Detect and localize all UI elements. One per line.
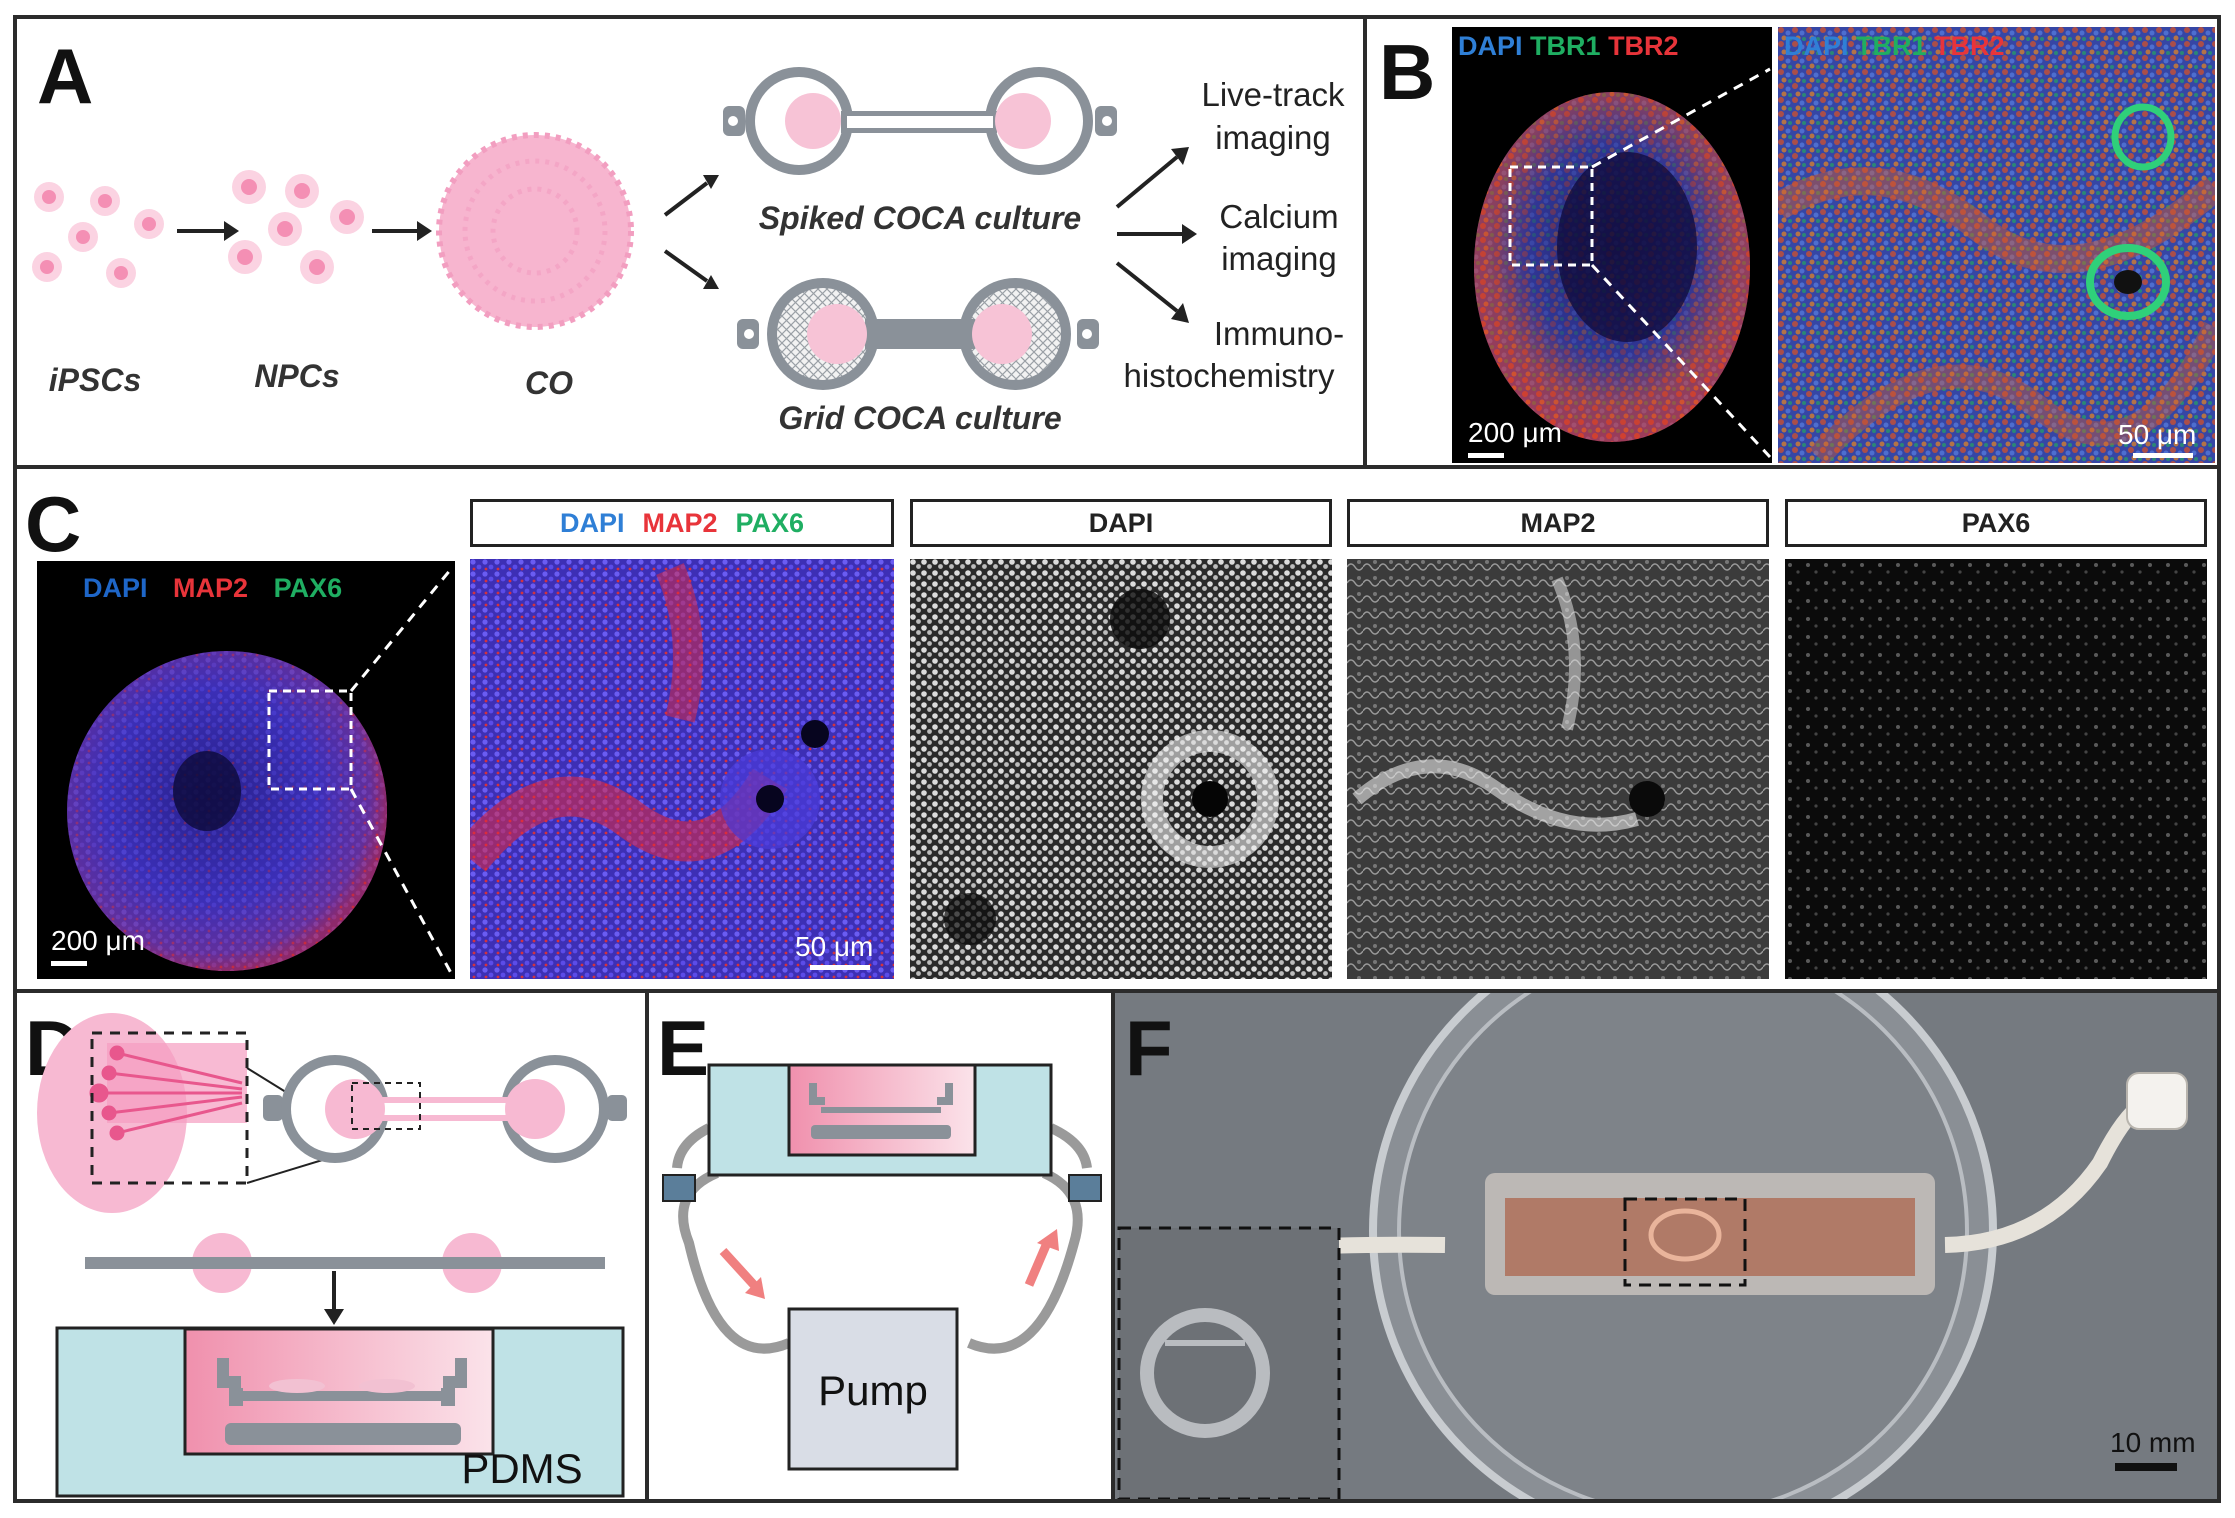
panel-c: C DAPI MAP2 PAX6 200 μm DAPI MAP2 PAX6 — [13, 465, 2221, 993]
panel-c-scale-zoom-text: 50 μm — [795, 931, 874, 962]
panel-b: B DAPI TBR1 TBR2 200 μm DA — [1363, 15, 2221, 469]
panel-e: E Pump — [645, 989, 1115, 1503]
panel-c-merge-header: DAPI MAP2 PAX6 — [470, 499, 894, 547]
panel-b-organoid-drawing — [1474, 67, 1772, 459]
pdms-label: PDMS — [461, 1445, 582, 1492]
panel-c-whole-stains: DAPI MAP2 PAX6 — [83, 573, 342, 604]
tube-connector-right-icon — [2126, 1072, 2188, 1130]
panel-c-scale-whole-text: 200 μm — [51, 925, 145, 956]
connector-right-icon — [1068, 1174, 1102, 1202]
assay-calcium-2: imaging — [1221, 240, 1337, 277]
panel-c-dapi-image — [910, 559, 1332, 979]
stain-dapi: DAPI — [1458, 31, 1523, 61]
merge-header-dapi: DAPI — [559, 507, 625, 538]
merge-header-map2: MAP2 — [642, 507, 718, 538]
panel-c-map2-texture — [1347, 559, 1769, 979]
panel-b-label: B — [1379, 28, 1436, 116]
merge-header-pax6: PAX6 — [735, 507, 805, 538]
panel-f-scale-bar — [2115, 1463, 2177, 1471]
panel-f-photo — [1115, 993, 2217, 1499]
assay-immuno-1: Immuno- — [1214, 315, 1344, 352]
panel-c-merge-texture — [470, 559, 894, 979]
npc-label: NPCs — [254, 358, 339, 394]
panel-c-map2-header: MAP2 — [1347, 499, 1769, 547]
panel-b-zoom-image: DAPI TBR1 TBR2 50 μm — [1778, 27, 2215, 463]
panel-c-label: C — [25, 480, 82, 568]
panel-b-scale-whole-text: 200 μm — [1468, 417, 1562, 448]
panel-b-scale-zoom-bar — [2133, 453, 2193, 458]
spiked-coca-device — [723, 67, 1117, 175]
panel-d-schematic: PDMS — [37, 1013, 627, 1498]
co-label: CO — [525, 365, 573, 401]
cerebral-organoid — [436, 132, 634, 330]
panel-a-schematic: Spiked COCA culture Grid COCA culture iP… — [32, 67, 1345, 436]
panel-c-scale-whole-bar — [51, 961, 87, 966]
spiked-coca-label: Spiked COCA culture — [759, 200, 1081, 236]
panel-f-label: F — [1125, 1004, 1173, 1092]
grid-coca-label: Grid COCA culture — [778, 400, 1061, 436]
stain-dapi-c: DAPI — [83, 573, 148, 603]
stain-map2-c: MAP2 — [173, 573, 249, 603]
ipsc-cells — [32, 182, 164, 288]
panel-c-scale-zoom-bar — [810, 965, 870, 970]
panel-c-pax6-header: PAX6 — [1785, 499, 2207, 547]
panel-c-organoid-drawing — [67, 568, 453, 974]
connector-left-icon — [662, 1174, 696, 1202]
assay-immuno-2: histochemistry — [1124, 357, 1335, 394]
panel-d-device — [263, 1055, 627, 1163]
stain-tbr1-zoom: TBR1 — [1856, 31, 1927, 61]
assay-calcium-1: Calcium — [1219, 198, 1338, 235]
assay-live-track-2: imaging — [1215, 119, 1331, 156]
stain-pax6-c: PAX6 — [273, 573, 343, 603]
tube-right — [967, 1168, 1083, 1354]
panel-b-scale-zoom-text: 50 μm — [2118, 419, 2197, 450]
pump-box — [787, 1307, 959, 1471]
panel-c-dapi-header: DAPI — [910, 499, 1332, 547]
panel-c-merge-image: 50 μm — [470, 559, 894, 979]
npc-cells — [228, 170, 364, 284]
panel-d: D — [13, 989, 649, 1503]
stain-tbr1: TBR1 — [1530, 31, 1601, 61]
panel-c-pax6-texture — [1785, 559, 2207, 979]
panel-b-whole-image: DAPI TBR1 TBR2 200 μm — [1452, 27, 1772, 463]
panel-a-label: A — [37, 32, 94, 120]
panel-b-zoom-texture — [1778, 27, 2215, 463]
panel-c-pax6-image — [1785, 559, 2207, 979]
panel-c-dapi-texture — [910, 559, 1332, 979]
grid-coca-device — [737, 278, 1099, 390]
panel-e-schematic: Pump — [662, 1063, 1102, 1471]
stain-tbr2-zoom: TBR2 — [1934, 31, 2005, 61]
panel-c-map2-image — [1347, 559, 1769, 979]
panel-a: A — [13, 15, 1367, 469]
panel-b-scale-whole-bar — [1468, 453, 1504, 458]
stain-tbr2: TBR2 — [1608, 31, 1679, 61]
panel-f-scale-text: 10 mm — [2110, 1427, 2196, 1458]
ipsc-label: iPSCs — [49, 362, 141, 398]
panel-b-zoom-stains: DAPI TBR1 TBR2 — [1784, 31, 2005, 62]
assay-live-track-1: Live-track — [1201, 76, 1345, 113]
panel-e-label: E — [657, 1004, 710, 1092]
stain-dapi-zoom: DAPI — [1784, 31, 1849, 61]
panel-b-whole-stains: DAPI TBR1 TBR2 — [1458, 31, 1679, 62]
pump-label: Pump — [818, 1367, 928, 1414]
panel-c-whole-image: DAPI MAP2 PAX6 200 μm — [37, 561, 455, 979]
panel-f: F 10 mm — [1111, 989, 2221, 1503]
